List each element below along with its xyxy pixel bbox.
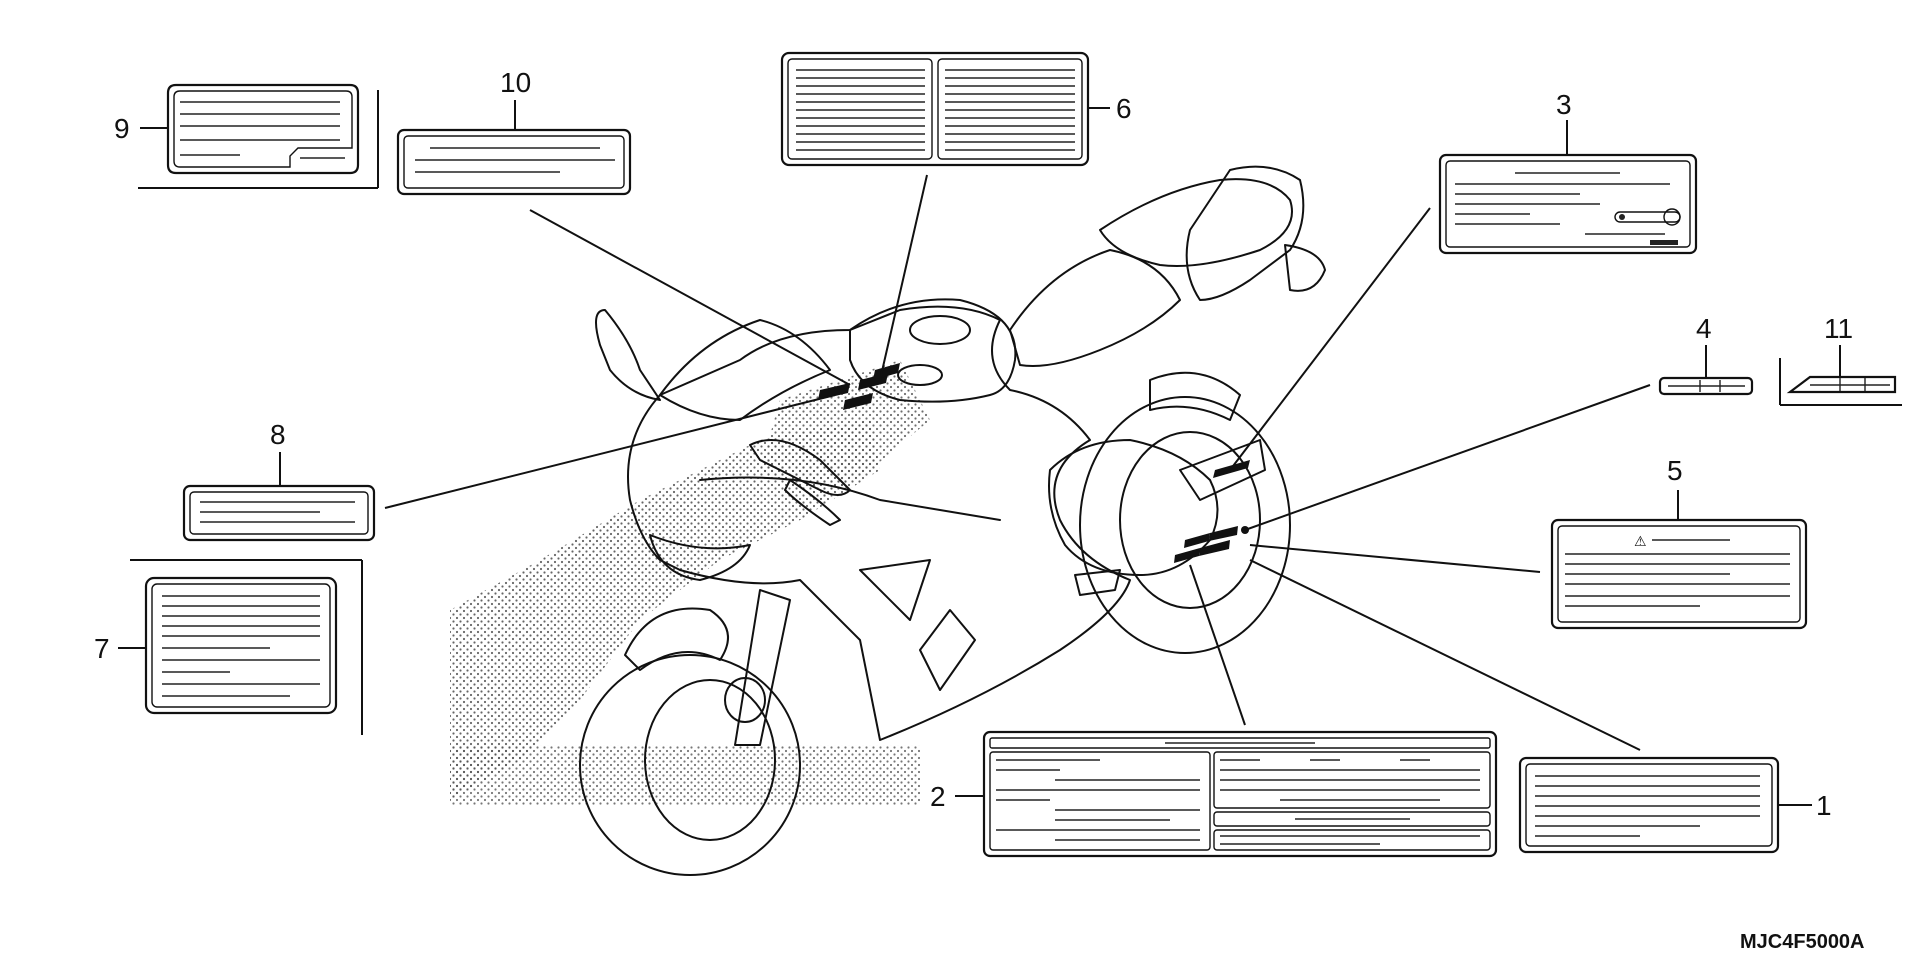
- warning-icon: ⚠: [1634, 534, 1647, 550]
- leader-2: [1189, 564, 1246, 726]
- callout-4: 4: [1696, 313, 1712, 344]
- label-1: 1: [1518, 756, 1832, 854]
- leader-4: [1244, 384, 1651, 531]
- leader-lines: [384, 174, 1651, 751]
- rear-tire: [1079, 396, 1291, 654]
- rear-rim: [1119, 431, 1261, 609]
- label-10: 10: [396, 67, 632, 196]
- footpeg: [1074, 569, 1121, 596]
- label-6: 6: [780, 51, 1132, 167]
- leader-10: [529, 209, 851, 386]
- front-fender: [624, 607, 729, 671]
- honda-wordmark-stipple: [450, 745, 920, 805]
- rear-lamp: [1284, 244, 1326, 292]
- tank-knee-recess: [897, 364, 943, 386]
- front-fork: [734, 589, 791, 746]
- clutch-lever: [784, 479, 841, 526]
- fairing-vent-2: [919, 609, 976, 691]
- tail-cowl: [1185, 165, 1305, 301]
- callout-3: 3: [1556, 89, 1572, 120]
- label-marks-engine: [1174, 526, 1238, 563]
- callout-7: 7: [94, 633, 110, 664]
- callout-2: 2: [930, 781, 946, 812]
- callout-9: 9: [114, 113, 130, 144]
- callout-8: 8: [270, 419, 286, 450]
- stipple-shadow: [450, 420, 880, 800]
- callout-6: 6: [1116, 93, 1132, 124]
- diagram-code: MJC4F5000A: [1740, 931, 1865, 953]
- pillion-seat: [1099, 178, 1293, 267]
- label-5: ⚠ 5: [1550, 455, 1808, 630]
- handlebar: [749, 439, 851, 496]
- leader-5: [1249, 544, 1541, 573]
- swingarm: [1179, 439, 1266, 501]
- rider-seat: [1009, 249, 1181, 367]
- leader-6: [879, 174, 928, 381]
- fuel-cap: [909, 315, 971, 345]
- label-3: 3: [1438, 89, 1698, 255]
- fairing-vent: [859, 559, 931, 621]
- motorcycle-illustration: [450, 165, 1326, 876]
- fuel-tank: [849, 298, 1017, 403]
- chain-adjuster-pictogram: [1614, 208, 1681, 226]
- callout-1: 1: [1816, 790, 1832, 821]
- windscreen: [659, 319, 831, 421]
- label-8: 8: [182, 419, 376, 542]
- fairing-detail: [649, 534, 751, 581]
- callout-10: 10: [500, 67, 531, 98]
- label-4: 4: [1658, 313, 1754, 396]
- exhaust: [1149, 371, 1241, 421]
- label-7: 7: [94, 559, 363, 735]
- stipple-shadow-2: [760, 360, 930, 500]
- callout-5: 5: [1667, 455, 1683, 486]
- callout-11: 11: [1824, 313, 1853, 344]
- leader-3: [1229, 207, 1431, 471]
- leader-8: [384, 394, 836, 509]
- front-tire: [579, 654, 801, 876]
- label-2: 2: [930, 730, 1498, 858]
- label-11: 11: [1779, 313, 1902, 406]
- mirror: [595, 309, 661, 401]
- front-rim: [644, 679, 776, 841]
- label-9: 9: [114, 83, 379, 189]
- leader-1: [1249, 559, 1641, 751]
